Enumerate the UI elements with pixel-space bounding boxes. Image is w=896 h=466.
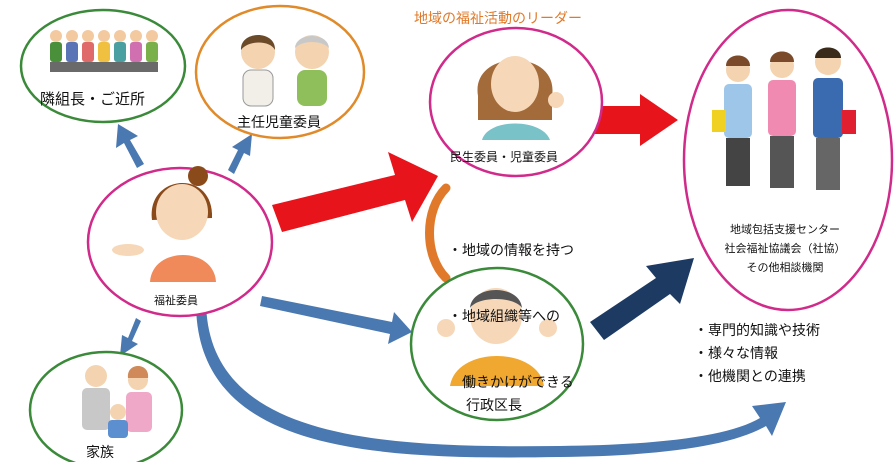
dark-arrow-head-to-center xyxy=(590,258,694,340)
label-administrative-head: 行政区長 xyxy=(466,398,522,414)
label-family: 家族 xyxy=(86,445,114,461)
blue-arrow-member-to-chief xyxy=(228,134,252,174)
commissioner-point: 働きかけができる xyxy=(448,375,574,391)
commissioner-points: ・地域の情報を持つ ・地域組織等への 働きかけができる xyxy=(448,196,574,416)
support-center-line: 社会福祉協議会（社協） xyxy=(724,242,846,255)
blue-arrow-member-to-head xyxy=(260,296,412,344)
chief-commissioner-illustration xyxy=(240,35,329,107)
family-illustration xyxy=(82,365,152,438)
red-arrow-commissioner-to-center xyxy=(592,94,678,146)
welfare-member-illustration xyxy=(112,166,216,282)
support-center-staff-illustration xyxy=(712,47,856,190)
center-points: ・専門的知識や技術 ・様々な情報 ・他機関との連携 xyxy=(694,320,820,389)
commissioner-point: ・地域組織等への xyxy=(448,309,560,325)
support-center-line: その他相談機関 xyxy=(746,261,824,274)
commissioner-point: ・地域の情報を持つ xyxy=(448,243,574,259)
support-center-line: 地域包括支援センター xyxy=(730,223,840,236)
neighborhood-people-illustration xyxy=(50,30,158,72)
center-point: ・専門的知識や技術 xyxy=(694,323,820,339)
label-chief-child-commissioner: 主任児童委員 xyxy=(237,115,321,131)
label-neighborhood: 隣組長・ご近所 xyxy=(40,90,146,108)
label-welfare-commissioner: 民生委員・児童委員 xyxy=(450,150,559,164)
red-arrow-member-to-commissioner xyxy=(272,152,438,232)
support-center-labels: 地域包括支援センター 社会福祉協議会（社協） その他相談機関 xyxy=(700,220,870,277)
label-welfare-member: 福祉委員 xyxy=(154,294,198,307)
administrative-head-illustration xyxy=(437,288,557,386)
circle-welfare-member xyxy=(86,166,274,318)
blue-arrow-member-to-family xyxy=(120,318,141,356)
welfare-commissioner-illustration xyxy=(477,56,564,140)
blue-arrow-member-to-neighborhood xyxy=(116,124,144,168)
center-point: ・様々な情報 xyxy=(694,346,778,362)
header-title: 地域の福祉活動のリーダー xyxy=(414,11,582,27)
center-point: ・他機関との連携 xyxy=(694,369,806,385)
orange-bracket xyxy=(425,183,451,283)
